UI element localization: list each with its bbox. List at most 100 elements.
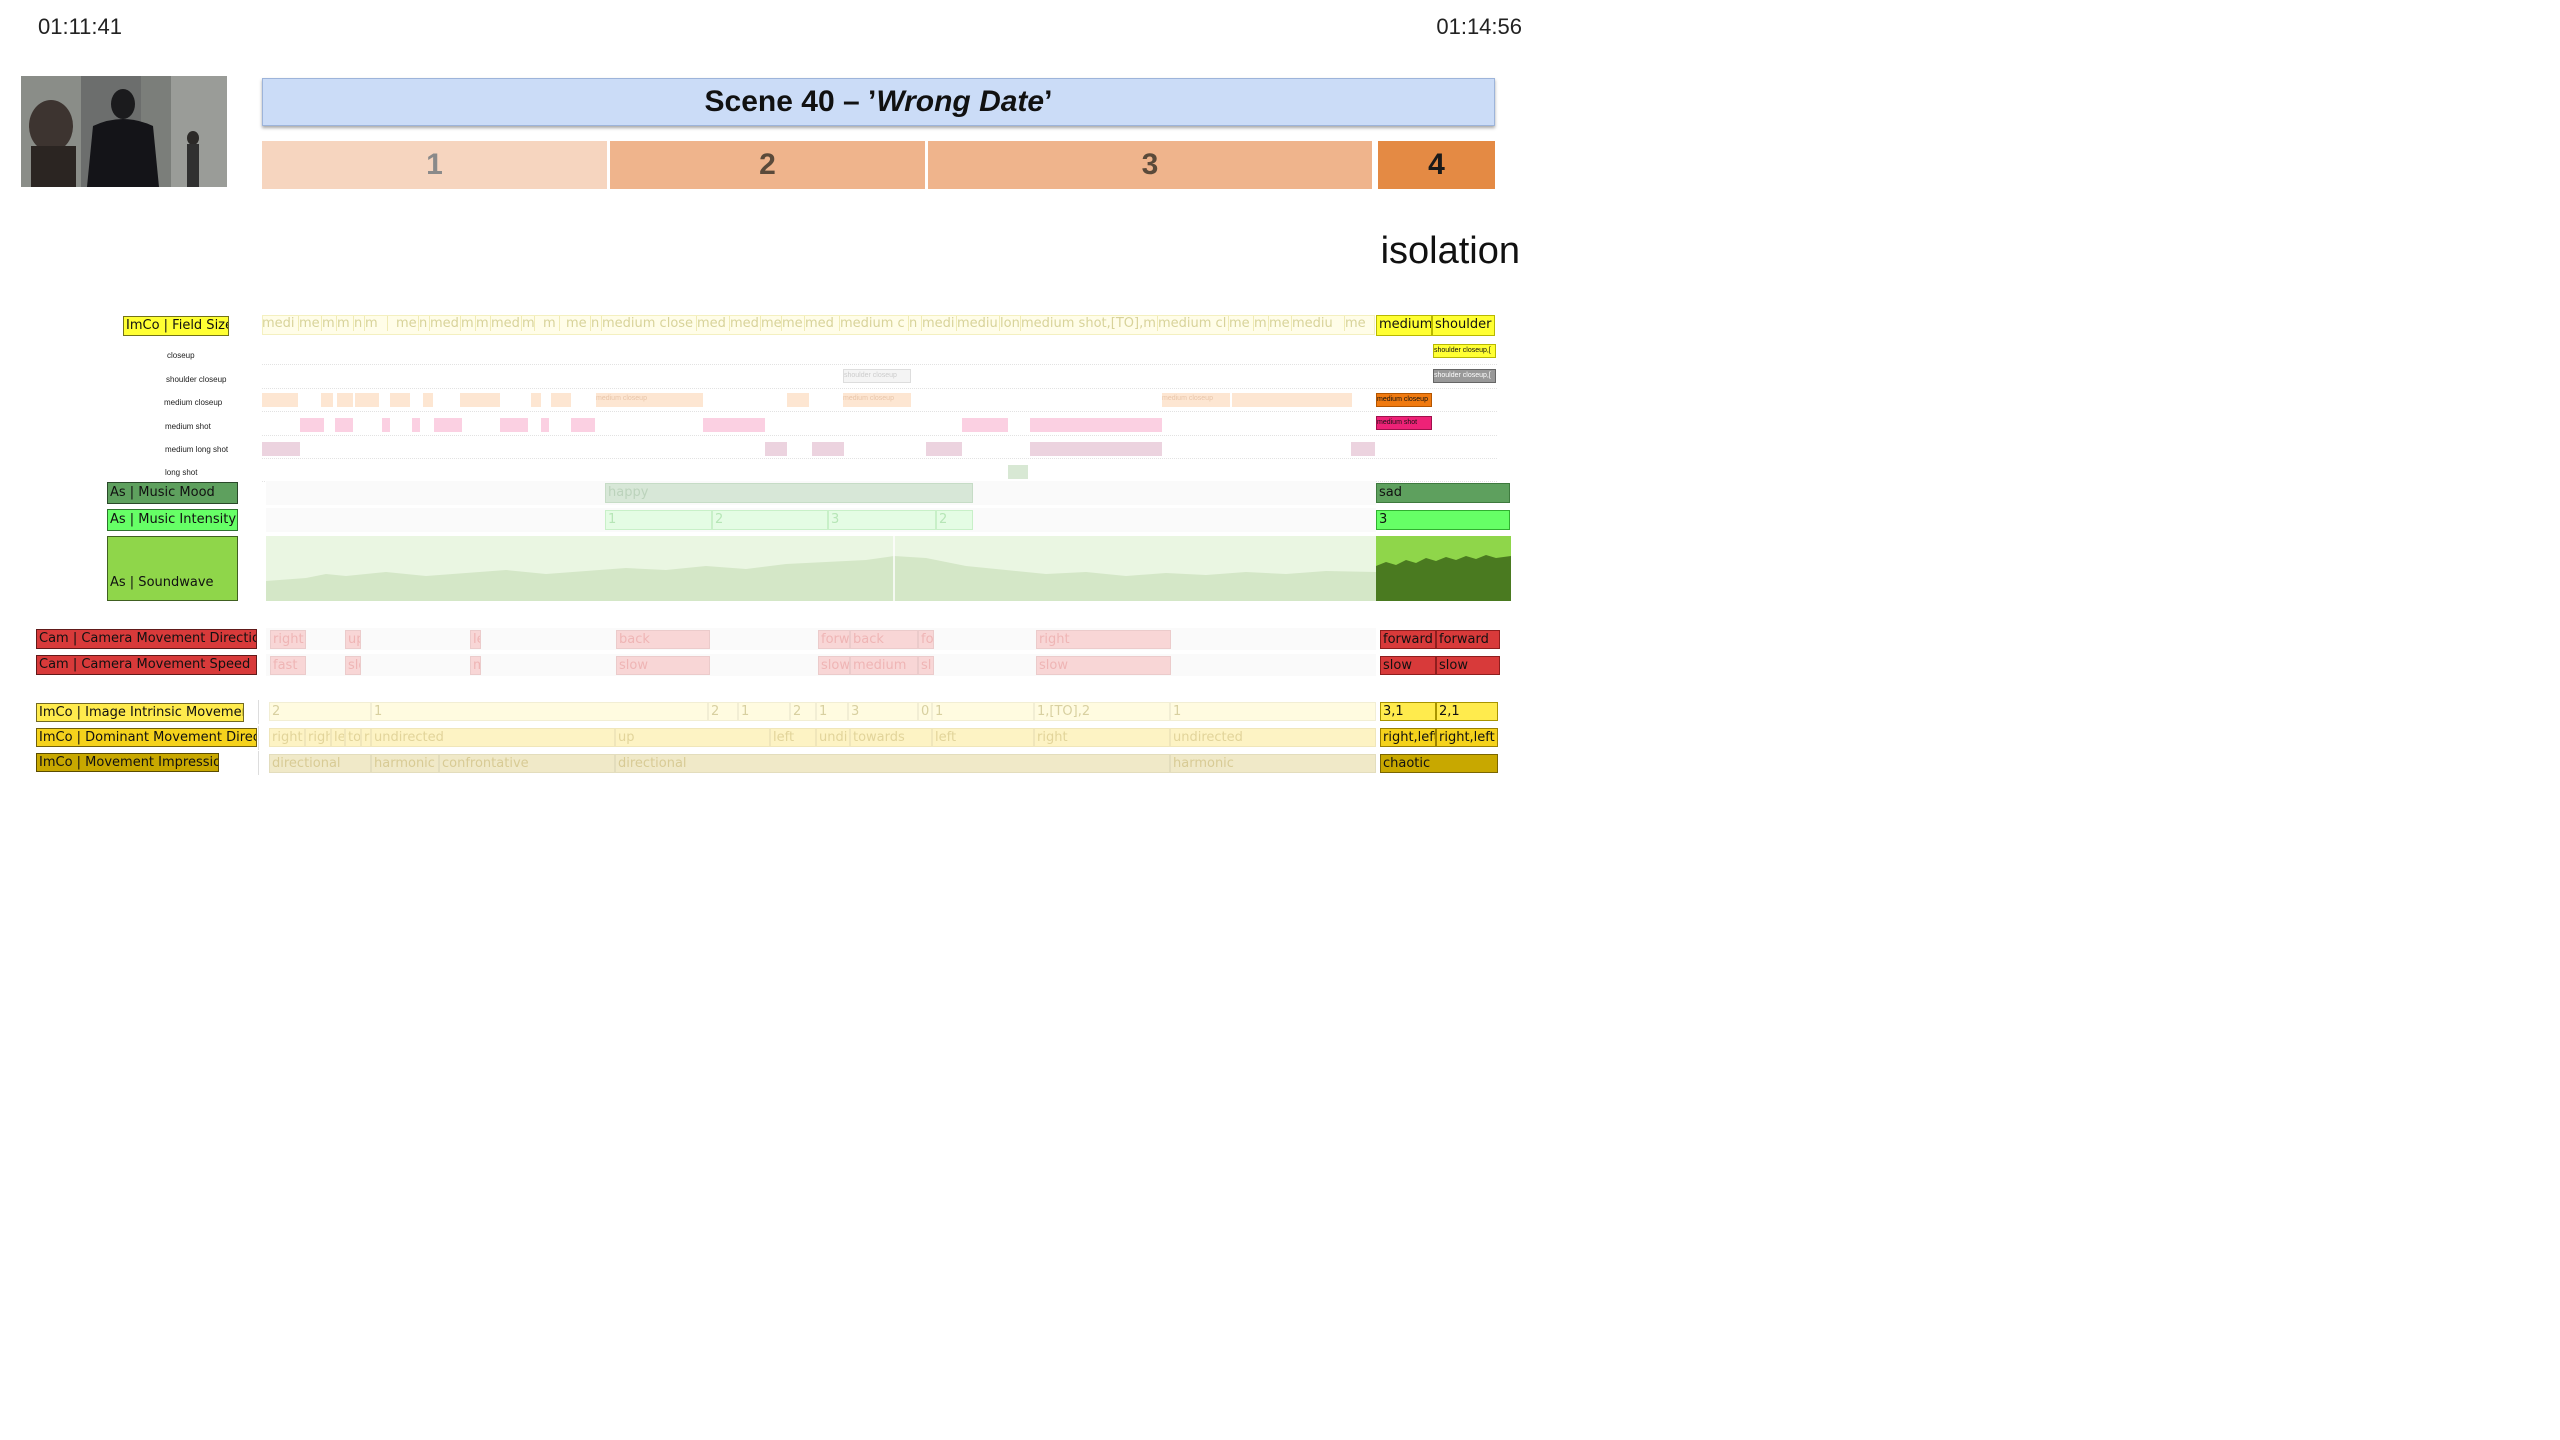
medium-shot-dim-bar[interactable] <box>571 418 595 432</box>
long-shot-dim-bar[interactable] <box>1008 465 1028 479</box>
medium-closeup-dim-bar[interactable] <box>460 393 500 407</box>
intrinsic-dim-cell[interactable]: 1 <box>371 702 708 721</box>
impression-active-cell[interactable]: chaotic <box>1380 754 1498 773</box>
medium-closeup-dim-bar[interactable] <box>337 393 353 407</box>
medium-shot-dim-bar[interactable] <box>500 418 528 432</box>
medium-closeup-dim-bar[interactable]: medium closeup <box>1162 393 1230 407</box>
cam-speed-dim-cell[interactable]: sl <box>918 656 934 675</box>
medium-shot-dim-bar[interactable] <box>962 418 1008 432</box>
dominant-dim-cell[interactable]: ri <box>361 728 371 747</box>
music-intensity-active-cell[interactable]: 3 <box>1376 510 1510 530</box>
dominant-dim-cell[interactable]: left <box>770 728 816 747</box>
dominant-dim-cell[interactable]: right <box>269 728 305 747</box>
intrinsic-active-cell[interactable]: 2,1 <box>1436 702 1498 721</box>
intrinsic-dim-cell[interactable]: 2 <box>269 702 371 721</box>
intrinsic-active-cell[interactable]: 3,1 <box>1380 702 1436 721</box>
cam-direction-dim-cell[interactable]: fo <box>918 630 934 649</box>
cam-speed-dim-cell[interactable]: slo <box>345 656 361 675</box>
medium-long-shot-dim-bar[interactable] <box>1030 442 1162 456</box>
cam-direction-dim-cell[interactable]: up <box>345 630 361 649</box>
dominant-active-cell[interactable]: right,left <box>1436 728 1498 747</box>
shoulder-closeup-bar[interactable]: shoulder closeup,[ <box>1433 369 1496 383</box>
cam-direction-dim-cell[interactable]: right <box>270 630 306 649</box>
impression-dim-cell[interactable]: harmonic <box>371 754 439 773</box>
field-size-active-2[interactable]: shoulder <box>1432 315 1495 336</box>
shoulder-closeup-dim-bar[interactable]: shoulder closeup <box>843 369 911 383</box>
cam-speed-dim-cell[interactable]: medium <box>850 656 918 675</box>
segment-4[interactable]: 4 <box>1378 141 1495 189</box>
medium-closeup-dim-bar[interactable] <box>423 393 433 407</box>
music-intensity-dim-cell[interactable]: 1 <box>605 510 712 530</box>
cam-direction-dim-cell[interactable]: forwa <box>818 630 850 649</box>
intrinsic-dim-cell[interactable]: 1 <box>932 702 1034 721</box>
medium-shot-dim-bar[interactable] <box>300 418 324 432</box>
medium-closeup-dim-bar[interactable] <box>262 393 298 407</box>
intrinsic-dim-cell[interactable]: 1 <box>738 702 790 721</box>
medium-closeup-dim-bar[interactable] <box>531 393 541 407</box>
medium-long-shot-dim-bar[interactable] <box>926 442 962 456</box>
medium-shot-dim-bar[interactable] <box>1030 418 1162 432</box>
impression-dim-cell[interactable]: confrontative <box>439 754 615 773</box>
medium-long-shot-dim-bar[interactable] <box>1351 442 1375 456</box>
dominant-dim-cell[interactable]: righ <box>305 728 331 747</box>
medium-shot-dim-bar[interactable] <box>412 418 420 432</box>
medium-long-shot-dim-bar[interactable] <box>765 442 787 456</box>
medium-closeup-dim-bar[interactable] <box>321 393 333 407</box>
dominant-dim-cell[interactable]: left <box>932 728 1034 747</box>
dominant-dim-cell[interactable]: undi <box>816 728 850 747</box>
segment-2[interactable]: 2 <box>610 141 925 189</box>
intrinsic-dim-cell[interactable]: 1 <box>816 702 848 721</box>
segment-3[interactable]: 3 <box>928 141 1372 189</box>
medium-long-shot-dim-bar[interactable] <box>262 442 300 456</box>
intrinsic-dim-cell[interactable]: 2 <box>790 702 816 721</box>
music-intensity-dim-cell[interactable]: 3 <box>828 510 936 530</box>
closeup-bar[interactable]: shoulder closeup,[ <box>1433 344 1496 358</box>
cam-speed-dim-cell[interactable]: slow <box>616 656 710 675</box>
music-intensity-dim-cell[interactable]: 2 <box>936 510 973 530</box>
field-size-active-1[interactable]: medium <box>1376 315 1432 336</box>
dominant-dim-cell[interactable]: to <box>345 728 361 747</box>
intrinsic-dim-cell[interactable]: 3 <box>848 702 918 721</box>
music-intensity-dim-cell[interactable]: 2 <box>712 510 828 530</box>
medium-shot-dim-bar[interactable] <box>382 418 390 432</box>
medium-closeup-dim-bar[interactable] <box>787 393 809 407</box>
cam-direction-dim-cell[interactable]: right <box>1036 630 1171 649</box>
medium-shot-dim-bar[interactable] <box>434 418 462 432</box>
intrinsic-dim-cell[interactable]: 1,[TO],2 <box>1034 702 1170 721</box>
cam-direction-active-cell[interactable]: forward <box>1380 630 1436 649</box>
cam-direction-dim-cell[interactable]: back <box>616 630 710 649</box>
medium-closeup-dim-bar[interactable]: medium closeup <box>596 393 703 407</box>
medium-closeup-dim-bar[interactable] <box>390 393 410 407</box>
medium-closeup-dim-bar[interactable] <box>551 393 571 407</box>
medium-closeup-dim-bar[interactable] <box>1232 393 1352 407</box>
medium-shot-dim-bar[interactable] <box>335 418 353 432</box>
cam-direction-dim-cell[interactable]: back <box>850 630 918 649</box>
medium-closeup-dim-bar[interactable]: medium closeup <box>843 393 911 407</box>
dominant-dim-cell[interactable]: le <box>331 728 345 747</box>
medium-closeup-bar[interactable]: medium closeup <box>1376 393 1432 407</box>
impression-dim-cell[interactable]: harmonic <box>1170 754 1376 773</box>
cam-speed-dim-cell[interactable]: m <box>470 656 481 675</box>
cam-direction-dim-cell[interactable]: le <box>470 630 481 649</box>
cam-speed-dim-cell[interactable]: fast <box>270 656 306 675</box>
medium-shot-bar[interactable]: medium shot <box>1376 416 1432 430</box>
cam-direction-active-cell[interactable]: forward <box>1436 630 1500 649</box>
dominant-dim-cell[interactable]: undirected <box>371 728 615 747</box>
music-mood-active-cell[interactable]: sad <box>1376 483 1510 503</box>
dominant-dim-cell[interactable]: up <box>615 728 770 747</box>
segment-1[interactable]: 1 <box>262 141 607 189</box>
impression-dim-cell[interactable]: directional <box>269 754 371 773</box>
dominant-active-cell[interactable]: right,left <box>1380 728 1436 747</box>
dominant-dim-cell[interactable]: undirected <box>1170 728 1376 747</box>
cam-speed-dim-cell[interactable]: slow <box>818 656 850 675</box>
impression-dim-cell[interactable]: directional <box>615 754 1170 773</box>
dominant-dim-cell[interactable]: right <box>1034 728 1170 747</box>
intrinsic-dim-cell[interactable]: 2 <box>708 702 738 721</box>
cam-speed-active-cell[interactable]: slow <box>1436 656 1500 675</box>
dominant-dim-cell[interactable]: towards <box>850 728 932 747</box>
cam-speed-active-cell[interactable]: slow <box>1380 656 1436 675</box>
music-mood-dim-cell[interactable]: happy <box>605 483 973 503</box>
medium-shot-dim-bar[interactable] <box>703 418 765 432</box>
medium-closeup-dim-bar[interactable] <box>355 393 379 407</box>
intrinsic-dim-cell[interactable]: 1 <box>1170 702 1376 721</box>
